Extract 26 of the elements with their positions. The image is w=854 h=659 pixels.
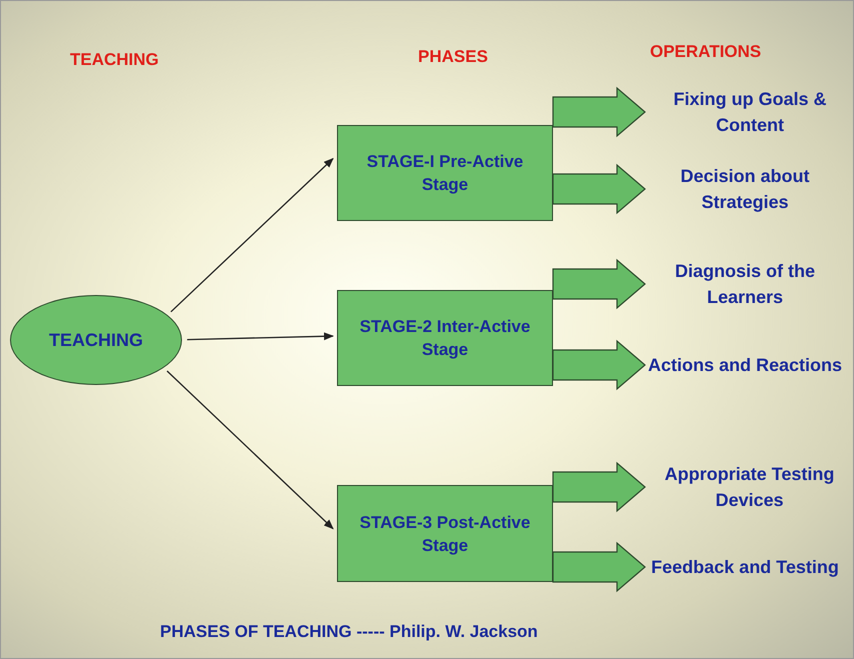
block-arrow — [552, 258, 646, 310]
block-arrow — [552, 164, 646, 214]
stage-label: STAGE-2 Inter-Active Stage — [358, 316, 532, 361]
column-heading: OPERATIONS — [650, 42, 762, 62]
stage-label: STAGE-3 Post-Active Stage — [358, 512, 532, 556]
arrow — [187, 332, 334, 340]
stage-box — [337, 290, 553, 386]
caption: PHASES OF TEACHING ----- Philip. W. Jackson — [160, 622, 538, 642]
operation-text: Appropriate Testing Devices — [645, 460, 854, 514]
block-arrow — [552, 462, 646, 512]
column-heading: TEACHING — [70, 50, 159, 70]
operation-text: Fixing up Goals & Content — [645, 85, 854, 139]
column-heading: PHASES — [418, 47, 488, 67]
operation-text: Feedback and Testing — [645, 540, 845, 594]
operation-text: Actions and Reactions — [645, 338, 845, 392]
stage-label: STAGE-I Pre-Active Stage — [366, 151, 524, 196]
operation-text: Decision about Strategies — [645, 162, 845, 216]
operation-text: Diagnosis of the Learners — [645, 257, 845, 311]
arrow — [166, 370, 334, 530]
block-arrow — [552, 86, 646, 138]
teaching-label: TEACHING — [49, 330, 143, 350]
stage-box — [337, 485, 553, 582]
block-arrow — [552, 542, 646, 592]
block-arrow — [552, 340, 646, 390]
arrow — [170, 158, 334, 312]
stage-box — [337, 125, 553, 221]
